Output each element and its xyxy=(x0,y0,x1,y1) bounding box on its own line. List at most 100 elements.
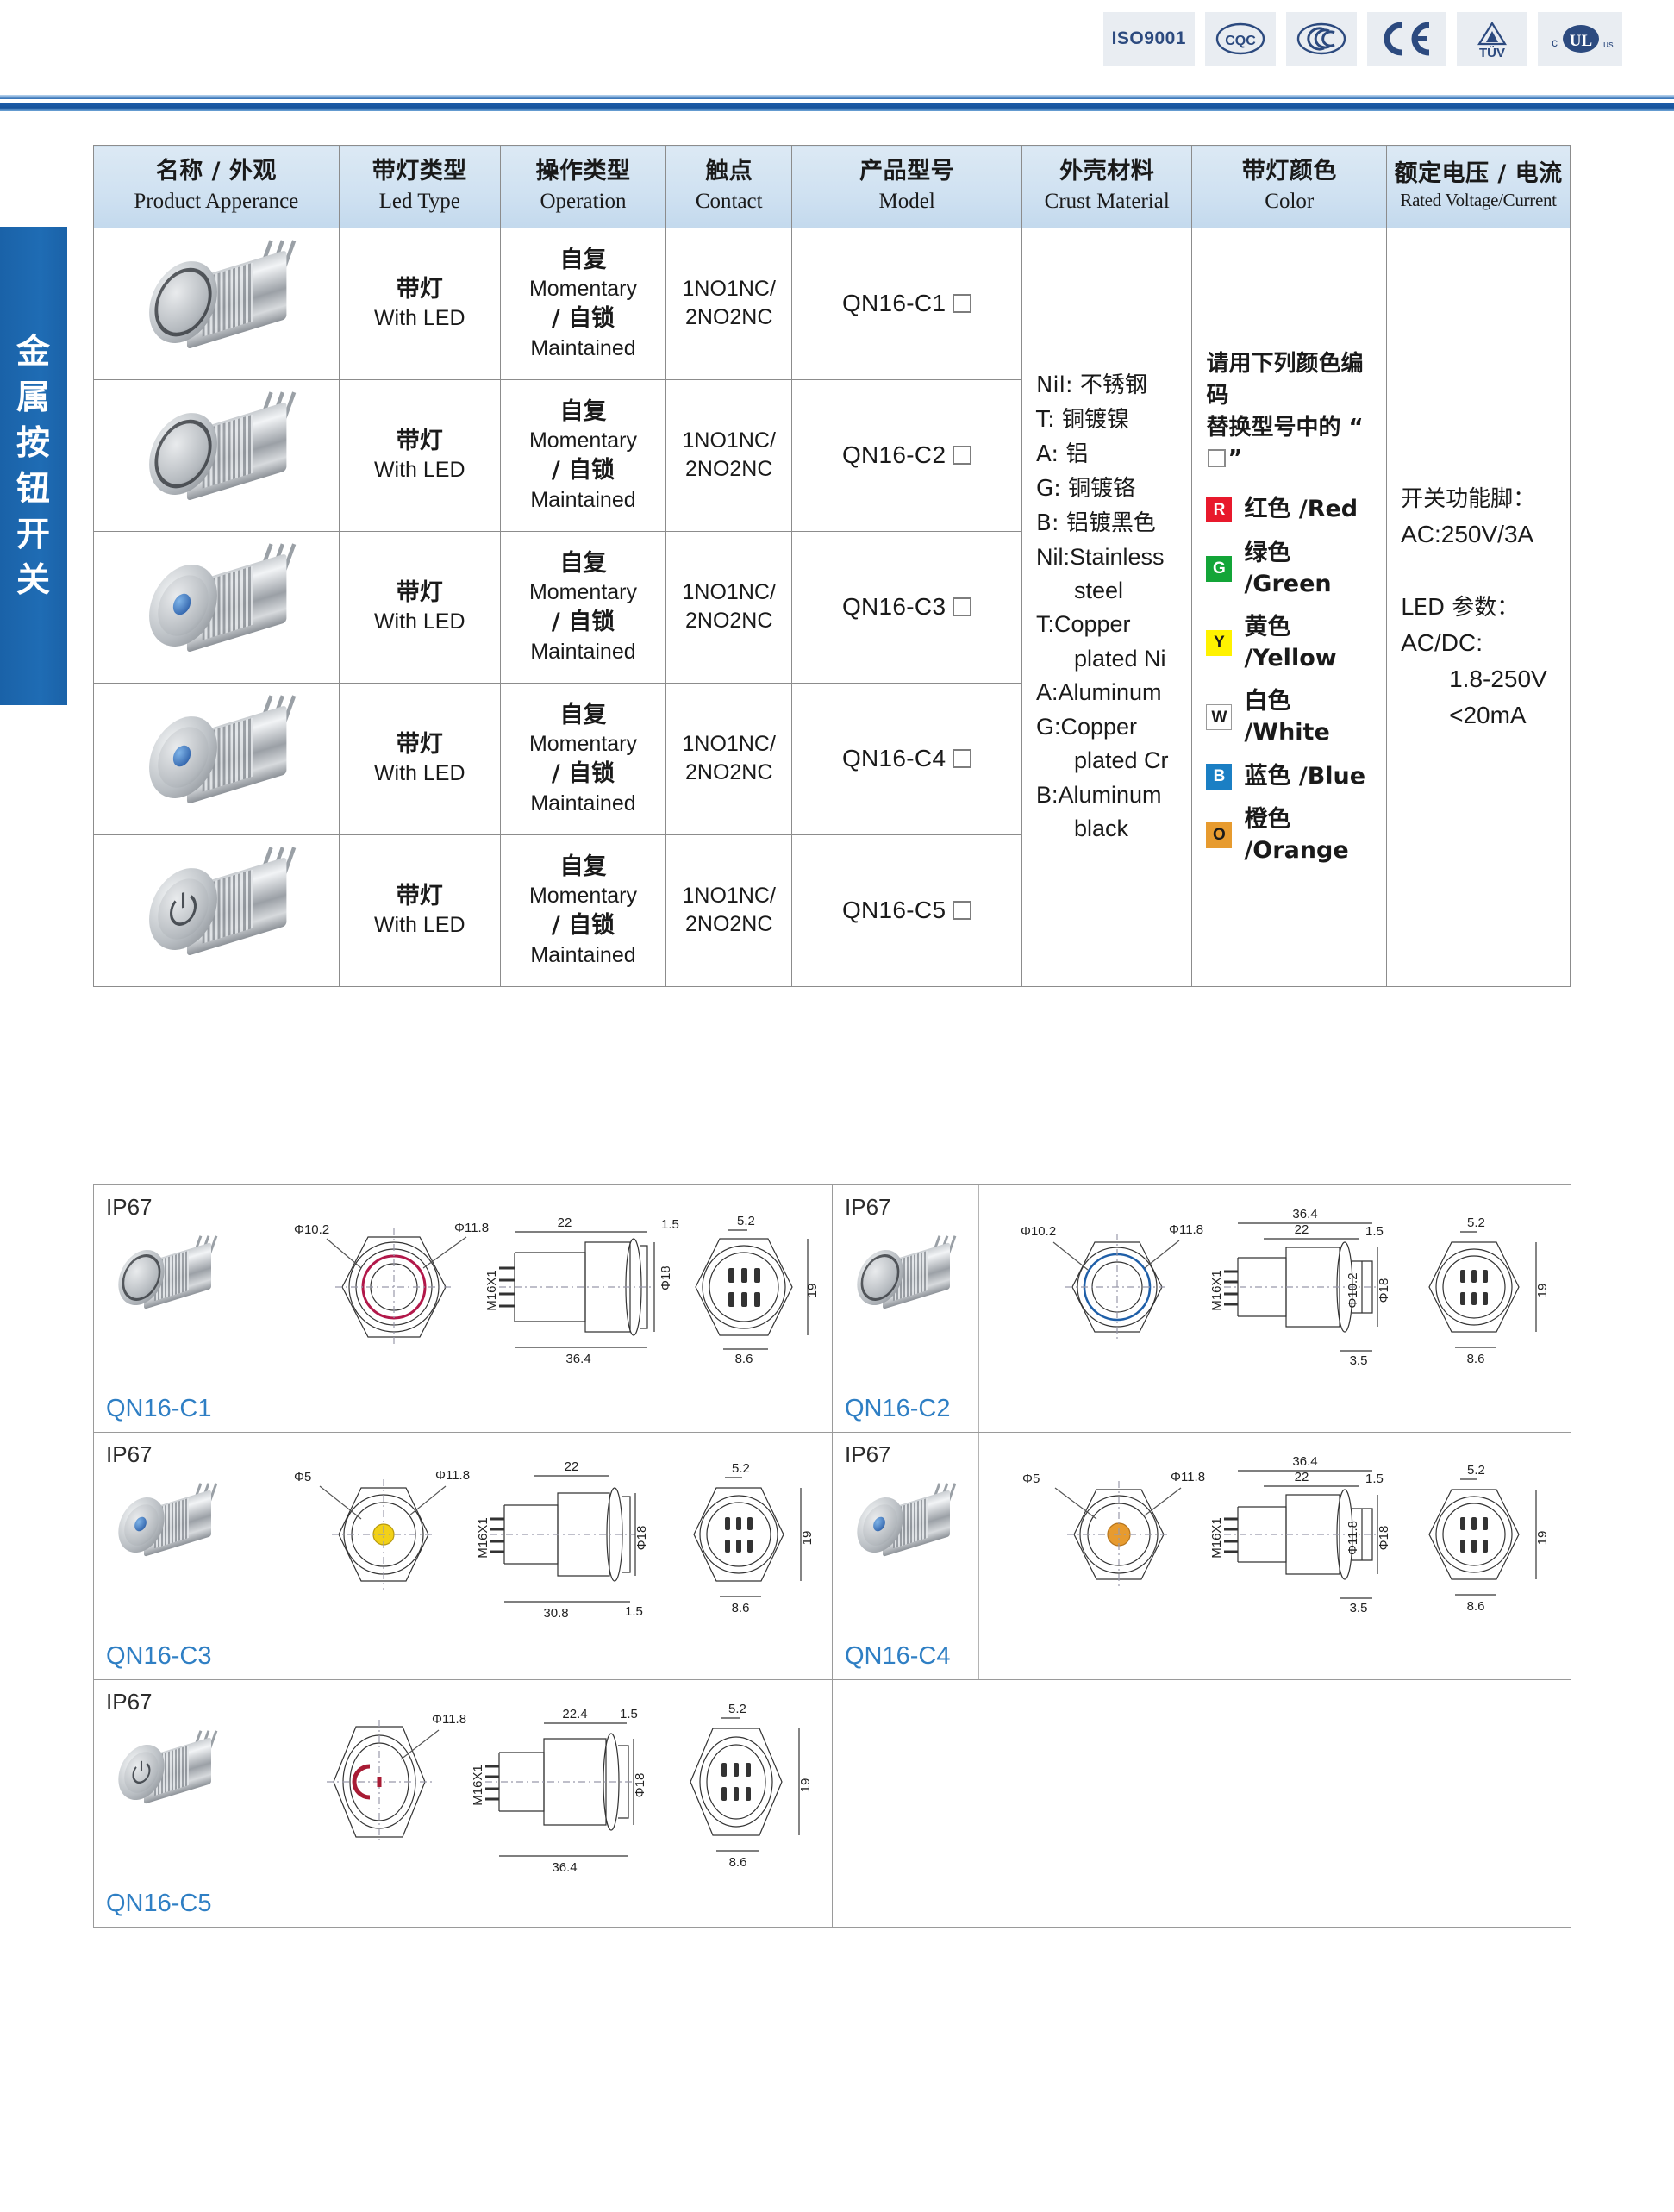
drawing-cell-c1: IP67 QN16-C1 xyxy=(93,1184,833,1433)
placeholder-square-icon xyxy=(1208,449,1227,468)
dim-rear-top: 5.2 xyxy=(1467,1215,1485,1230)
ccc-icon xyxy=(1296,22,1346,55)
iso9001-badge: ISO9001 xyxy=(1102,12,1195,66)
dim-thread: M16X1 xyxy=(471,1765,485,1806)
dim-side-right: 1.5 xyxy=(620,1707,638,1721)
dim-front-right: Φ11.8 xyxy=(435,1468,470,1483)
model-cell: QN16-C4 xyxy=(791,682,1022,835)
table-row: 带灯 With LED 自复 Momentary / 自锁 Maintained… xyxy=(93,834,1571,987)
color-option-green: G 绿色 /Green xyxy=(1206,538,1372,599)
dim-rear-top: 5.2 xyxy=(732,1461,750,1476)
dim-thread: M16X1 xyxy=(1209,1270,1224,1311)
dim-side-bottom: 3.5 xyxy=(1350,1353,1368,1368)
side-tab-char: 钮 xyxy=(16,469,51,509)
tuv-icon: TÜV xyxy=(1477,21,1507,59)
side-tab-char: 属 xyxy=(16,378,51,417)
crust-material-cell: Nil: 不锈钢 T: 铜镀镍 A: 铝 G: 铜镀铬 B: 铝镀黑色 Nil:… xyxy=(1021,227,1193,987)
operation-cell: 自复 Momentary / 自锁 Maintained xyxy=(499,834,667,987)
svg-text:CQC: CQC xyxy=(1225,34,1256,48)
col-header-crust-material: 外壳材料 Crust Material xyxy=(1021,145,1193,228)
dimension-drawing-c1: Φ10.2 Φ11.8 22 1.5 36.4 Φ18 M16X1 5.2 19 xyxy=(294,1214,820,1366)
dim-rear-right: 19 xyxy=(1535,1531,1550,1546)
led-type-cell: 带灯 With LED xyxy=(338,682,501,835)
dimension-drawings-grid: IP67 QN16-C1 xyxy=(93,1184,1571,1928)
drawing-row: IP67 QN16-C5 xyxy=(93,1679,1571,1928)
dim-rear-top: 5.2 xyxy=(737,1214,755,1228)
category-side-tab: 金 属 按 钮 开 关 xyxy=(0,227,67,705)
drawing-cell-c5: IP67 QN16-C5 xyxy=(93,1679,833,1928)
col-header-contact: 触点 Contact xyxy=(665,145,793,228)
dim-side-right: 1.5 xyxy=(1365,1472,1384,1486)
color-code-placeholder-icon xyxy=(953,900,972,920)
dimension-drawing-c3: Φ5 Φ11.8 22 1.5 30.8 Φ18 M16X1 5.2 19 xyxy=(294,1459,815,1621)
ccc-badge xyxy=(1286,12,1357,66)
contact-cell: 1NO1NC/ 2NO2NC xyxy=(665,378,793,532)
dim-side-bottom: 36.4 xyxy=(565,1352,590,1366)
dim-side-dia: Φ18 xyxy=(1377,1526,1391,1551)
rated-voltage-cell: 开关功能脚： AC:250V/3A LED 参数： AC/DC: 1.8-250… xyxy=(1386,227,1571,987)
dim-front-left: Φ5 xyxy=(1022,1472,1040,1486)
col-header-model: 产品型号 Model xyxy=(791,145,1022,228)
dim-front-right: Φ11.8 xyxy=(454,1221,489,1235)
dim-thread: M16X1 xyxy=(1209,1517,1224,1559)
side-tab-char: 金 xyxy=(16,332,51,372)
table-row: 带灯 With LED 自复 Momentary / 自锁 Maintained… xyxy=(93,227,1571,987)
side-tab-char: 开 xyxy=(16,515,51,554)
dim-side-dia2: Φ11.8 xyxy=(1346,1521,1360,1555)
side-tab-char: 关 xyxy=(16,560,51,600)
dim-rear-top: 5.2 xyxy=(1467,1463,1485,1478)
col-header-color: 带灯颜色 Color xyxy=(1191,145,1388,228)
drawing-model-label: QN16-C5 xyxy=(106,1890,212,1917)
ring-led-switch-photo xyxy=(109,1230,218,1327)
dim-side-bottom: 36.4 xyxy=(552,1860,577,1875)
ip-rating-label: IP67 xyxy=(106,1441,153,1467)
power-symbol-icon xyxy=(132,1760,151,1784)
drawing-cell-empty xyxy=(832,1679,1571,1928)
dim-thread: M16X1 xyxy=(484,1270,499,1311)
color-code-placeholder-icon xyxy=(953,748,972,768)
drawing-row: IP67 QN16-C3 xyxy=(93,1432,1571,1680)
model-cell: QN16-C1 xyxy=(791,227,1022,380)
color-option-orange: O 橙色 /Orange xyxy=(1206,804,1372,865)
drawing-model-label: QN16-C3 xyxy=(106,1642,212,1670)
operation-cell: 自复 Momentary / 自锁 Maintained xyxy=(499,227,667,380)
dimension-drawing-c2: Φ10.2 Φ11.8 36.4 22 1.5 3.5 Φ10.2 Φ18 M1… xyxy=(1021,1207,1550,1368)
dim-rear-bottom: 8.6 xyxy=(735,1352,753,1366)
dim-rear-bottom: 8.6 xyxy=(729,1855,747,1870)
col-header-appearance: 名称 / 外观 Product Apperance xyxy=(93,145,340,228)
dim-rear-bottom: 8.6 xyxy=(732,1601,750,1615)
operation-cell: 自复 Momentary / 自锁 Maintained xyxy=(499,682,667,835)
svg-text:UL: UL xyxy=(1570,32,1592,50)
product-photo-cell xyxy=(93,834,340,987)
dim-front-left: Φ10.2 xyxy=(294,1222,329,1237)
dot-led-switch-photo xyxy=(136,535,297,678)
dim-front-left: Φ10.2 xyxy=(1021,1224,1056,1239)
dim-side-right: 1.5 xyxy=(1365,1224,1384,1239)
drawing-cell-c4: IP67 QN16-C4 xyxy=(832,1432,1571,1680)
dim-front-left: Φ5 xyxy=(294,1470,311,1484)
model-cell: QN16-C3 xyxy=(791,530,1022,684)
contact-cell: 1NO1NC/ 2NO2NC xyxy=(665,682,793,835)
contact-cell: 1NO1NC/ 2NO2NC xyxy=(665,227,793,380)
color-code-placeholder-icon xyxy=(953,445,972,465)
contact-cell: 1NO1NC/ 2NO2NC xyxy=(665,834,793,987)
drawing-cell-c2: IP67 QN16-C2 xyxy=(832,1184,1571,1433)
contact-cell: 1NO1NC/ 2NO2NC xyxy=(665,530,793,684)
ul-icon: c UL us xyxy=(1552,25,1614,53)
drawing-model-label: QN16-C4 xyxy=(845,1642,951,1670)
model-code: QN16-C5 xyxy=(841,896,946,923)
product-photo-cell xyxy=(93,378,340,532)
color-option-white: W 白色 /White xyxy=(1206,686,1372,747)
drawing-row: IP67 QN16-C1 xyxy=(93,1184,1571,1433)
dim-side-top: 36.4 xyxy=(1292,1454,1317,1469)
table-row: 带灯 With LED 自复 Momentary / 自锁 Maintained… xyxy=(93,530,1571,684)
model-code: QN16-C1 xyxy=(841,289,946,316)
table-header-row: 名称 / 外观 Product Apperance 带灯类型 Led Type … xyxy=(93,145,1571,228)
dim-front-right: Φ11.8 xyxy=(1171,1470,1205,1484)
ce-icon xyxy=(1384,22,1430,56)
ip-rating-label: IP67 xyxy=(845,1194,891,1220)
model-cell: QN16-C2 xyxy=(791,378,1022,532)
dim-rear-right: 19 xyxy=(800,1531,815,1546)
color-swatch-white: W xyxy=(1206,704,1233,731)
col-header-operation: 操作类型 Operation xyxy=(499,145,667,228)
